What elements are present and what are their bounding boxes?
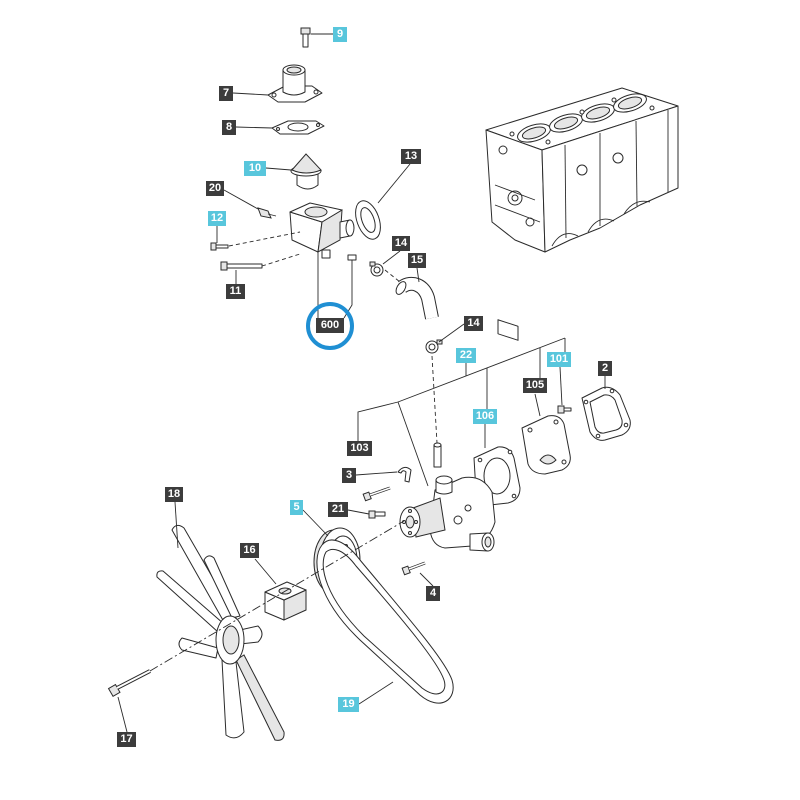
thermostat-10 (290, 153, 322, 190)
callout-3[interactable]: 3 (342, 468, 356, 483)
callout-13[interactable]: 13 (401, 149, 421, 164)
callout-10[interactable]: 10 (244, 161, 266, 176)
callout-11[interactable]: 11 (226, 284, 245, 299)
callout-5[interactable]: 5 (290, 500, 303, 515)
assembly-lines (149, 231, 438, 672)
water-pump-103 (399, 442, 496, 552)
callout-9[interactable]: 9 (333, 27, 347, 42)
bolt-12 (210, 242, 229, 251)
callout-12[interactable]: 12 (208, 211, 226, 226)
callout-105[interactable]: 105 (523, 378, 547, 393)
leader-lines (117, 33, 606, 733)
gasket-8 (271, 120, 325, 135)
selected-part-ring (306, 302, 354, 350)
callout-600[interactable]: 600 (316, 318, 344, 333)
pump-bolt (362, 486, 391, 502)
plate-105 (521, 415, 571, 475)
bolt-9 (300, 27, 311, 48)
bolt-11 (220, 261, 263, 271)
callout-17[interactable]: 17 (117, 732, 136, 747)
clip-3 (397, 466, 412, 483)
clamp-14-upper (369, 261, 384, 277)
spacer-16 (264, 581, 307, 621)
water-outlet-housing-600 (289, 202, 357, 261)
callout-20[interactable]: 20 (206, 181, 224, 196)
callout-16[interactable]: 16 (240, 543, 259, 558)
callout-14-lower[interactable]: 14 (464, 316, 483, 331)
callout-22[interactable]: 22 (456, 348, 476, 363)
callout-8[interactable]: 8 (222, 120, 236, 135)
callout-103[interactable]: 103 (347, 441, 372, 456)
callout-15[interactable]: 15 (408, 253, 426, 268)
callout-14-upper[interactable]: 14 (392, 236, 410, 251)
callout-7[interactable]: 7 (219, 86, 233, 101)
bolt-4 (401, 561, 426, 576)
belt-19 (316, 539, 454, 704)
bolt-17 (107, 669, 151, 698)
bolt-101 (557, 405, 572, 414)
bolt-21 (368, 510, 386, 519)
callout-4[interactable]: 4 (426, 586, 440, 601)
thermostat-cover-7 (267, 64, 323, 103)
gasket-2 (581, 386, 631, 441)
callout-18[interactable]: 18 (165, 487, 183, 502)
callout-19[interactable]: 19 (338, 697, 359, 712)
sensor-20 (257, 207, 277, 219)
fan-18 (156, 524, 285, 741)
engine-block (485, 87, 679, 341)
hose-15 (395, 276, 439, 320)
callout-106[interactable]: 106 (473, 409, 497, 424)
gasket-13 (355, 200, 381, 240)
callout-2[interactable]: 2 (598, 361, 612, 376)
callout-21[interactable]: 21 (328, 502, 348, 517)
callout-101[interactable]: 101 (547, 352, 571, 367)
